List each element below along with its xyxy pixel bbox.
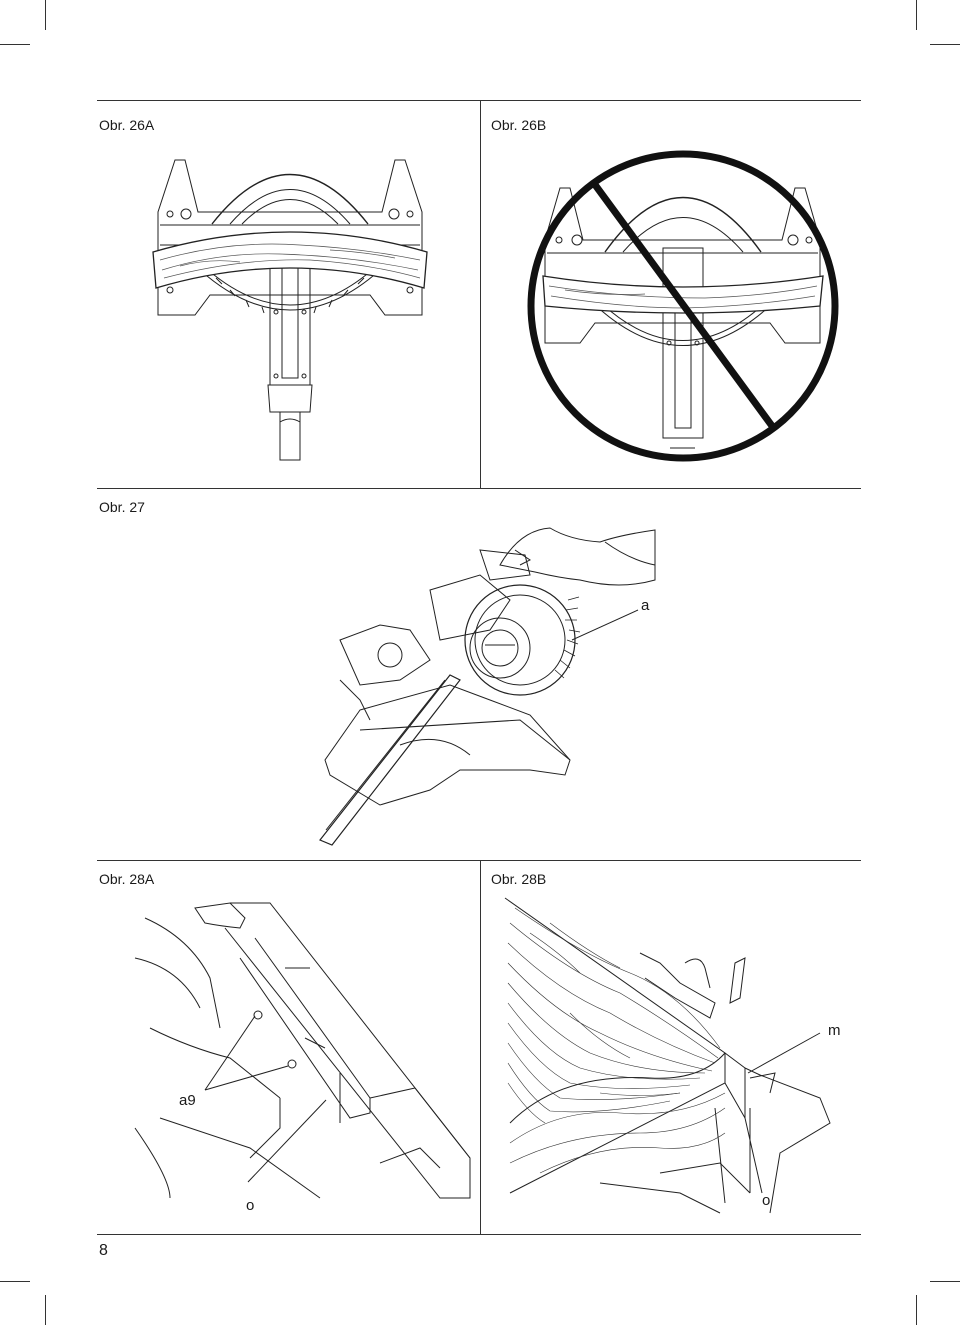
figure-divider — [480, 860, 481, 1234]
crop-mark — [0, 1281, 30, 1282]
figure-divider — [97, 100, 861, 101]
figure-caption-28b: Obr. 28B — [491, 871, 547, 887]
figure-27-illustration — [320, 520, 660, 850]
figure-caption-27: Obr. 27 — [99, 499, 145, 515]
callout-o: o — [762, 1192, 771, 1209]
figure-divider — [97, 488, 861, 489]
figure-divider — [97, 1234, 861, 1235]
figure-divider — [97, 860, 861, 861]
crop-mark — [45, 0, 46, 30]
crop-mark — [916, 1295, 917, 1325]
figure-caption-26b: Obr. 26B — [491, 117, 547, 133]
figure-caption-26a: Obr. 26A — [99, 117, 155, 133]
figure-26b-illustration — [525, 148, 840, 466]
prohibition-circle-icon — [531, 154, 835, 458]
callout-o: o — [246, 1197, 255, 1214]
figure-28a-illustration — [130, 898, 470, 1208]
crop-mark — [45, 1295, 46, 1325]
figure-caption-28a: Obr. 28A — [99, 871, 155, 887]
page-number: 8 — [99, 1242, 108, 1259]
crop-mark — [916, 0, 917, 30]
figure-divider — [480, 100, 481, 488]
crop-mark — [930, 44, 960, 45]
figure-26a-illustration — [150, 150, 430, 465]
crop-mark — [930, 1281, 960, 1282]
figure-28b-illustration — [500, 893, 840, 1218]
callout-a9: a9 — [179, 1092, 196, 1109]
callout-m: m — [828, 1022, 841, 1039]
crop-mark — [0, 44, 30, 45]
callout-a: a — [641, 597, 650, 614]
